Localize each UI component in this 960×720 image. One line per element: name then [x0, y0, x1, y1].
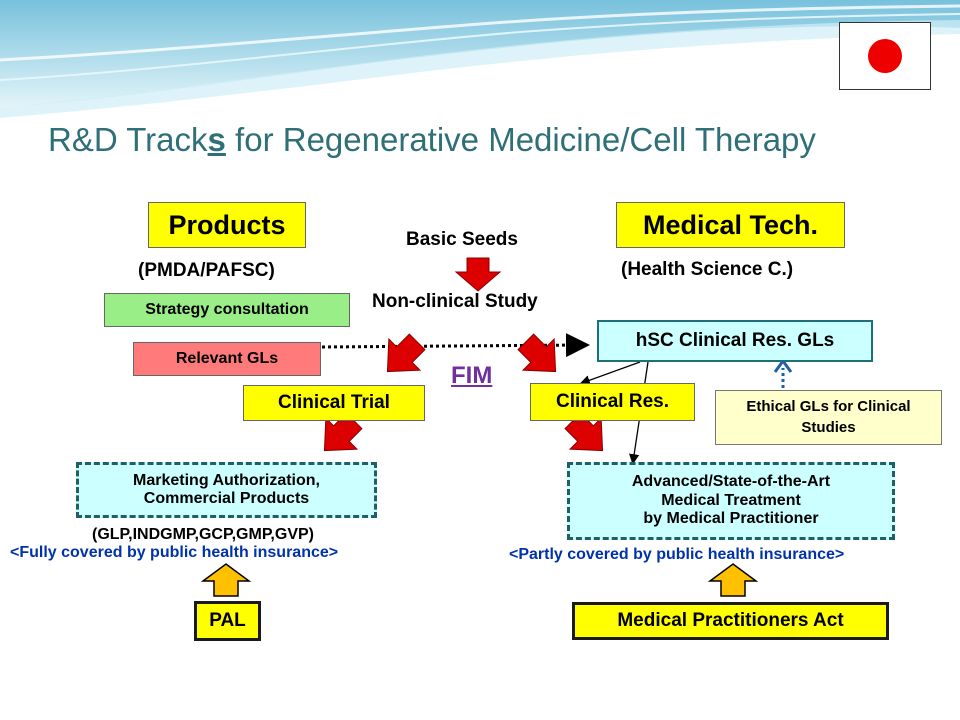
- red-arrow-to-clinical-trial: [386, 333, 426, 373]
- medical-practitioners-act-box: Medical Practitioners Act: [572, 602, 889, 640]
- clinical-trial-label: Clinical Trial: [278, 392, 390, 413]
- medical-tech-box: Medical Tech.: [616, 202, 845, 248]
- gl-list-label: (GLP,INDGMP,GCP,GMP,GVP): [92, 526, 314, 543]
- marketing-line1: Marketing Authorization,: [133, 471, 320, 489]
- flag-red-disc: [868, 39, 902, 73]
- red-arrow-to-marketing: [323, 412, 363, 452]
- page-title: R&D Tracks for Regenerative Medicine/Cel…: [48, 121, 816, 159]
- gold-up-arrow-mpa: [707, 563, 759, 597]
- pal-box: PAL: [194, 601, 261, 641]
- strategy-consultation-label: Strategy consultation: [145, 301, 309, 318]
- ethical-line1: Ethical GLs for Clinical: [746, 398, 911, 416]
- gold-up-arrow-pal: [200, 563, 252, 597]
- strategy-consultation-box: Strategy consultation: [104, 293, 350, 327]
- advanced-line2: Medical Treatment: [661, 491, 801, 509]
- non-clinical-study-label: Non-clinical Study: [372, 291, 538, 312]
- red-arrow-to-clinical-res: [517, 333, 557, 373]
- fim-label: FIM: [451, 362, 493, 389]
- products-sub-label: (PMDA/PAFSC): [138, 260, 275, 281]
- left-coverage-label: <Fully covered by public health insuranc…: [10, 544, 339, 561]
- clinical-res-label: Clinical Res.: [556, 391, 669, 412]
- products-label: Products: [168, 209, 286, 240]
- basic-seeds-label: Basic Seeds: [406, 229, 518, 250]
- marketing-authorization-box: Marketing Authorization, Commercial Prod…: [76, 462, 377, 518]
- medical-tech-sub-label: (Health Science C.): [621, 259, 794, 280]
- right-coverage-label: <Partly covered by public health insuran…: [509, 546, 845, 563]
- marketing-line2: Commercial Products: [143, 490, 310, 507]
- dotted-up-arrow-head: [773, 358, 793, 373]
- hsc-clinical-res-gls-label: hSC Clinical Res. GLs: [635, 330, 835, 351]
- title-prefix: R&D Track: [48, 121, 208, 158]
- title-suffix: for Regenerative Medicine/Cell Therapy: [225, 121, 816, 158]
- products-box: Products: [148, 202, 306, 248]
- relevant-gls-label: Relevant GLs: [175, 350, 279, 367]
- clinical-res-box: Clinical Res.: [530, 383, 695, 421]
- relevant-gls-box: Relevant GLs: [133, 342, 321, 376]
- ethical-gls-box: Ethical GLs for Clinical Studies: [715, 390, 942, 445]
- pal-label: PAL: [209, 610, 246, 631]
- medical-practitioners-act-label: Medical Practitioners Act: [617, 610, 844, 631]
- advanced-line1: Advanced/State-of-the-Art: [631, 473, 831, 491]
- advanced-line3: by Medical Practitioner: [643, 510, 819, 528]
- hsc-clinical-res-gls-box: hSC Clinical Res. GLs: [597, 320, 873, 362]
- clinical-trial-box: Clinical Trial: [243, 385, 425, 421]
- title-emphasis: s: [207, 121, 226, 158]
- advanced-treatment-box: Advanced/State-of-the-Art Medical Treatm…: [567, 462, 895, 540]
- ethical-line2: Studies: [801, 418, 856, 436]
- red-arrow-basic-to-nonclinical: [454, 257, 502, 292]
- thin-link-to-clinical-res: [579, 361, 641, 386]
- medical-tech-label: Medical Tech.: [642, 209, 819, 240]
- japan-flag-icon: [839, 22, 931, 90]
